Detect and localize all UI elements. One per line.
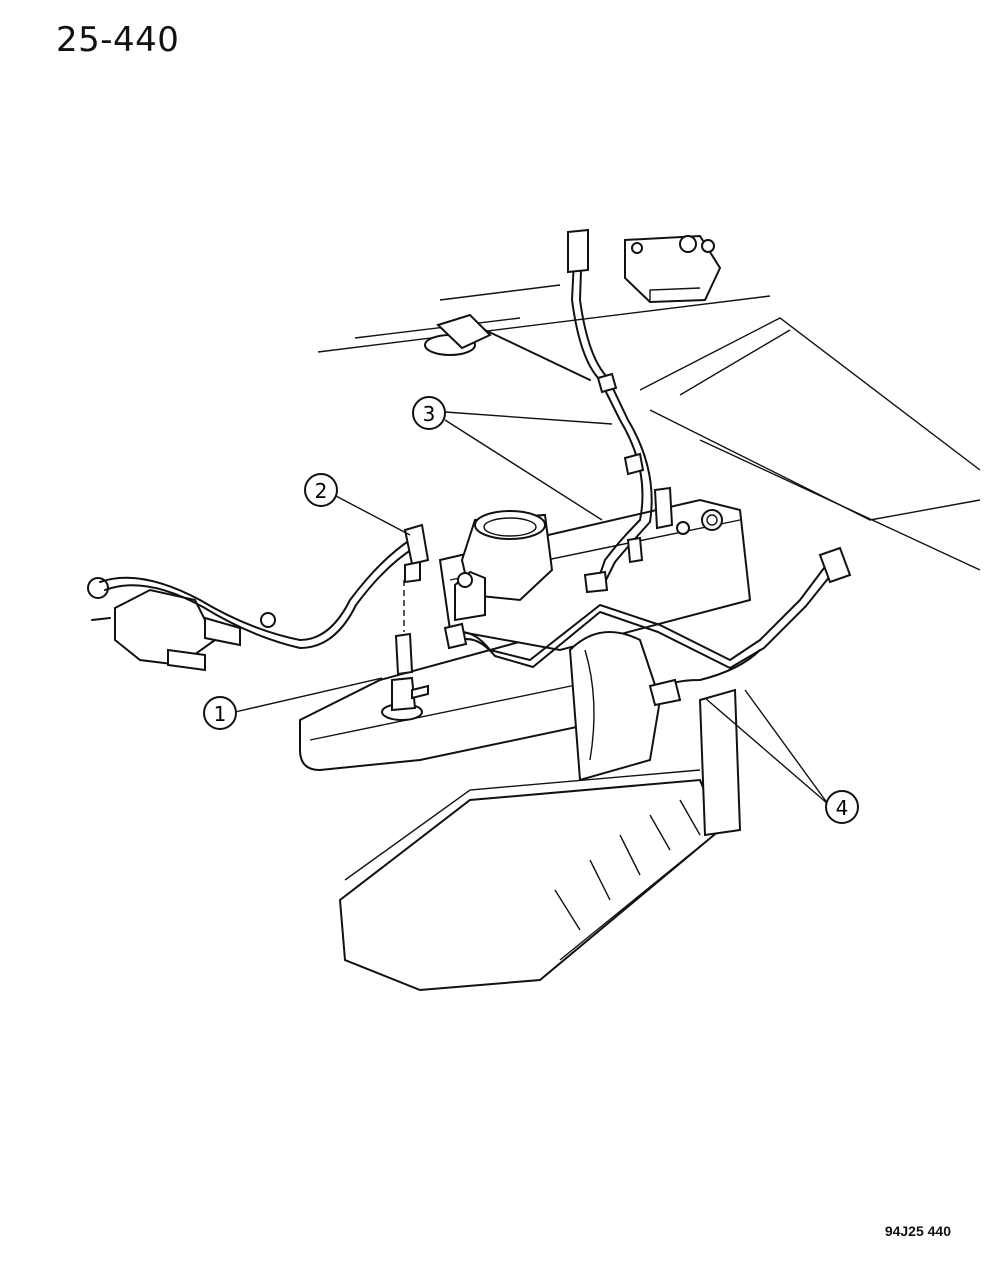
- callout-3-label: 3: [423, 402, 436, 426]
- callout-3: 3: [412, 396, 446, 430]
- hose-4: [443, 546, 852, 707]
- mounting-bracket: [624, 234, 722, 304]
- callout-4-label: 4: [836, 796, 849, 820]
- callout-4: 4: [825, 790, 859, 824]
- vacuum-port-fitting: [381, 580, 429, 721]
- page-number: 25-440: [56, 20, 180, 60]
- filler-cap: [424, 313, 591, 381]
- figure-code: 94J25 440: [884, 1223, 951, 1239]
- firewall-outline: [317, 284, 981, 571]
- hose-3: [567, 228, 674, 594]
- hose-2: [99, 523, 430, 649]
- callout-1-label: 1: [214, 702, 227, 726]
- air-cleaner-housing: [338, 688, 742, 992]
- throttle-body: [454, 510, 554, 622]
- vacuum-check-valve: [87, 577, 276, 672]
- callout-2: 2: [304, 473, 338, 507]
- air-duct: [568, 631, 662, 782]
- callout-2-label: 2: [315, 479, 328, 503]
- leader-lines: [234, 411, 829, 805]
- callout-1: 1: [203, 696, 237, 730]
